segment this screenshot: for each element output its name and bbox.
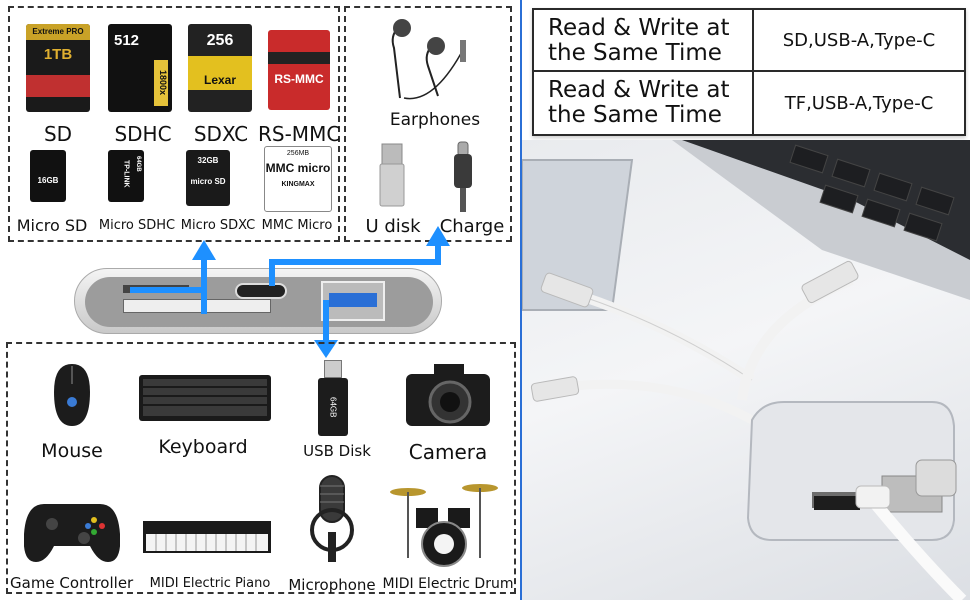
feature-row-2-right: TF,USB-A,Type-C	[784, 92, 934, 114]
mmc-micro-card-size: 256MB	[286, 150, 310, 157]
card-types-box	[8, 6, 340, 242]
product-photo	[522, 140, 970, 600]
micro-sdxc-card-image: 32GB micro SD	[186, 150, 230, 206]
microphone-label: Microphone	[288, 576, 376, 594]
keyboard-icon	[139, 375, 271, 421]
accessories-box	[344, 6, 512, 242]
usb-a-port	[321, 281, 385, 321]
micro-sd-card-image: 16GB	[30, 150, 66, 202]
earphones-icon	[391, 19, 466, 100]
charge-label: Charge	[439, 216, 505, 237]
sdxc-card-size: 256	[206, 32, 234, 49]
panel-divider	[520, 0, 522, 600]
sdxc-label: SDXC	[193, 122, 249, 146]
keyboard-label: Keyboard	[158, 436, 248, 458]
connection-arrows	[130, 226, 450, 358]
rs-mmc-card-image: RS-MMC	[268, 30, 330, 110]
sdhc-card-size: 512	[114, 32, 140, 49]
rs-mmc-label: RS-MMC	[258, 122, 341, 146]
feature-row-1: Read & Write at the Same Time SD,USB-A,T…	[534, 10, 964, 72]
midi-piano-label: MIDI Electric Piano	[149, 576, 271, 591]
micro-sdhc-card-image: TP-LINK 64GB	[108, 150, 144, 202]
usb-disk-label: USB Disk	[303, 442, 371, 460]
sdhc-label: SDHC	[114, 122, 172, 146]
micro-sdhc-card-brand: TP-LINK	[122, 160, 130, 188]
feature-row-1-right: SD,USB-A,Type-C	[782, 29, 936, 51]
usb-disk-print: 64GB	[318, 378, 348, 436]
card-reader-hub	[74, 268, 442, 334]
midi-piano-icon	[143, 521, 271, 553]
mouse-label: Mouse	[41, 440, 103, 462]
microphone-icon	[310, 475, 354, 562]
mmc-micro-label: MMC Micro	[261, 218, 333, 233]
game-controller-icon	[24, 504, 120, 562]
camera-icon	[406, 364, 490, 426]
u-disk-label: U disk	[365, 216, 421, 237]
usb-disk-image: 64GB	[318, 360, 348, 436]
camera-label: Camera	[408, 440, 488, 464]
feature-row-2-left: Read & Write at the Same Time	[534, 72, 754, 134]
sd-card-image: Extreme PRO 1TB	[26, 24, 90, 112]
micro-sd-label: Micro SD	[16, 216, 88, 235]
laptop-and-reader-illustration	[522, 140, 970, 600]
micro-sd-card-size: 16GB	[37, 176, 59, 185]
sdxc-card-image: 256 Lexar	[188, 24, 252, 112]
sdxc-card-brand: Lexar	[188, 56, 252, 90]
midi-drum-label: MIDI Electric Drum	[382, 576, 514, 592]
mmc-micro-card-brand: KINGMAX	[281, 181, 315, 188]
micro-sdhc-card-size: 64GB	[135, 156, 141, 172]
sd-label: SD	[43, 122, 73, 146]
sd-slot	[123, 299, 271, 313]
sdhc-card-speed: 1800x	[154, 60, 168, 106]
midi-drum-icon	[390, 484, 498, 567]
rs-mmc-card-text: RS-MMC	[274, 72, 324, 86]
mmc-micro-card-image: 256MB MMC micro KINGMAX	[264, 146, 332, 212]
game-controller-label: Game Controller	[10, 574, 134, 592]
sd-card-brand: Extreme PRO	[26, 24, 90, 40]
type-c-port	[235, 283, 287, 299]
micro-sdxc-label: Micro SDXC	[180, 218, 256, 233]
earphones-label: Earphones	[389, 110, 481, 130]
feature-row-2: Read & Write at the Same Time TF,USB-A,T…	[534, 72, 964, 134]
u-disk-icon	[379, 143, 405, 207]
feature-row-1-left: Read & Write at the Same Time	[534, 10, 754, 70]
mouse-icon	[54, 364, 90, 426]
micro-sdxc-card-text: micro SD	[190, 177, 226, 186]
sd-card-size: 1TB	[43, 46, 73, 63]
sdhc-card-image: 512 1800x	[108, 24, 172, 112]
charge-cable-icon	[454, 141, 472, 212]
feature-table: Read & Write at the Same Time SD,USB-A,T…	[532, 8, 966, 136]
micro-sdhc-label: Micro SDHC	[98, 218, 176, 233]
micro-sdxc-card-size: 32GB	[197, 156, 219, 165]
mmc-micro-card-text: MMC micro	[265, 161, 331, 175]
devices-box	[6, 342, 516, 594]
